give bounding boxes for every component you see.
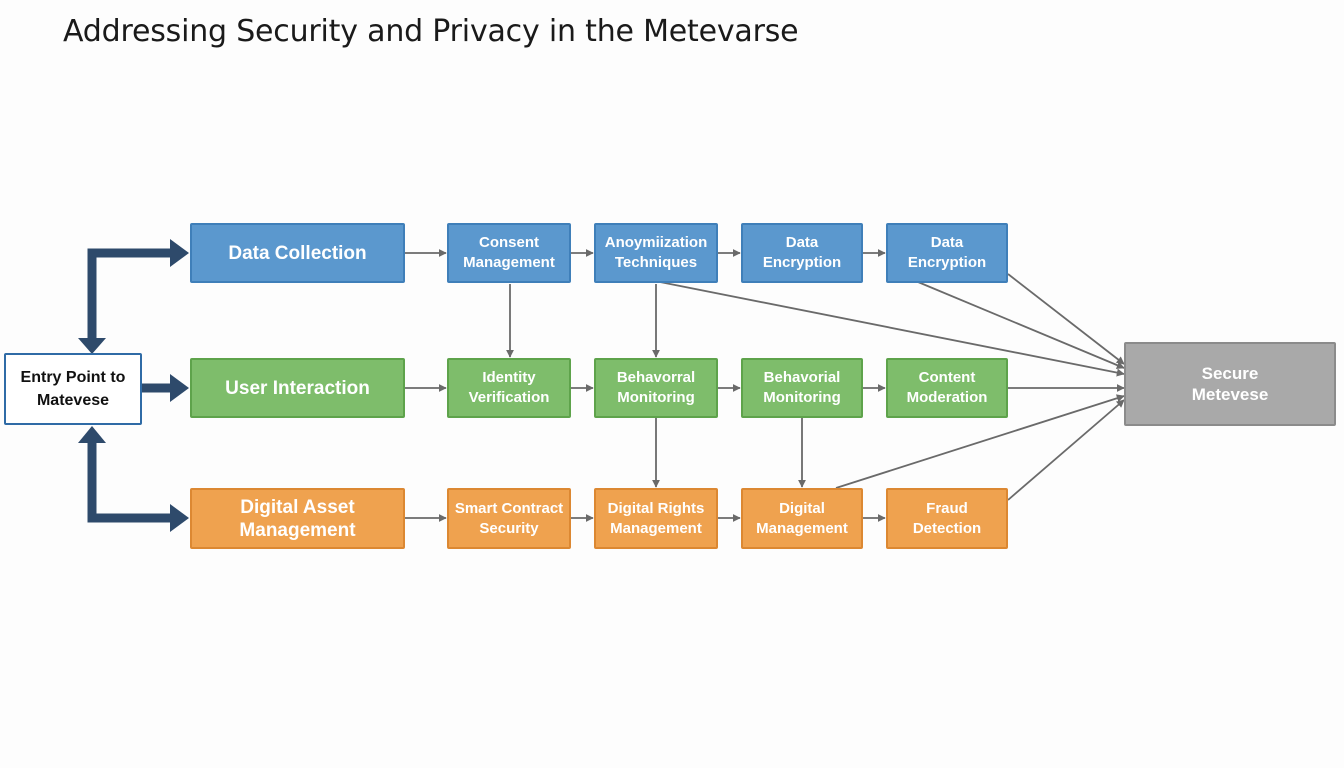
data-encryption-node: Data Encryption [741,223,863,283]
entry-point-node: Entry Point to Matevese [4,353,142,425]
arrowhead-right-icon [170,239,189,267]
page-title: Addressing Security and Privacy in the M… [63,14,799,49]
secure-metaverse-node: Secure Metevese [1124,342,1336,426]
anonymization-techniques-node: Anoymiization Techniques [594,223,718,283]
data-collection-node: Data Collection [190,223,405,283]
arrowhead-down-icon [78,426,106,443]
arrowhead-right-icon [170,504,189,532]
flow-connectors [405,249,1125,522]
entry-arrowheads [78,239,189,532]
data-encryption-node-2: Data Encryption [886,223,1008,283]
identity-verification-node: Identity Verification [447,358,571,418]
digital-rights-management-node: Digital Rights Management [594,488,718,549]
behavioral-monitoring-node-2: Behavorial Monitoring [741,358,863,418]
arrowhead-up-icon [78,338,106,354]
content-moderation-node: Content Moderation [886,358,1008,418]
entry-arrows [87,248,172,523]
digital-management-node: Digital Management [741,488,863,549]
consent-management-node: Consent Management [447,223,571,283]
behavioral-monitoring-node: Behavorral Monitoring [594,358,718,418]
fraud-detection-node: Fraud Detection [886,488,1008,549]
entry-to-data-collection-arrow [87,248,172,338]
digital-asset-management-node: Digital Asset Management [190,488,405,549]
entry-to-digital-asset-arrow [87,442,172,523]
arrowhead-right-icon [170,374,189,402]
user-interaction-node: User Interaction [190,358,405,418]
smart-contract-security-node: Smart Contract Security [447,488,571,549]
